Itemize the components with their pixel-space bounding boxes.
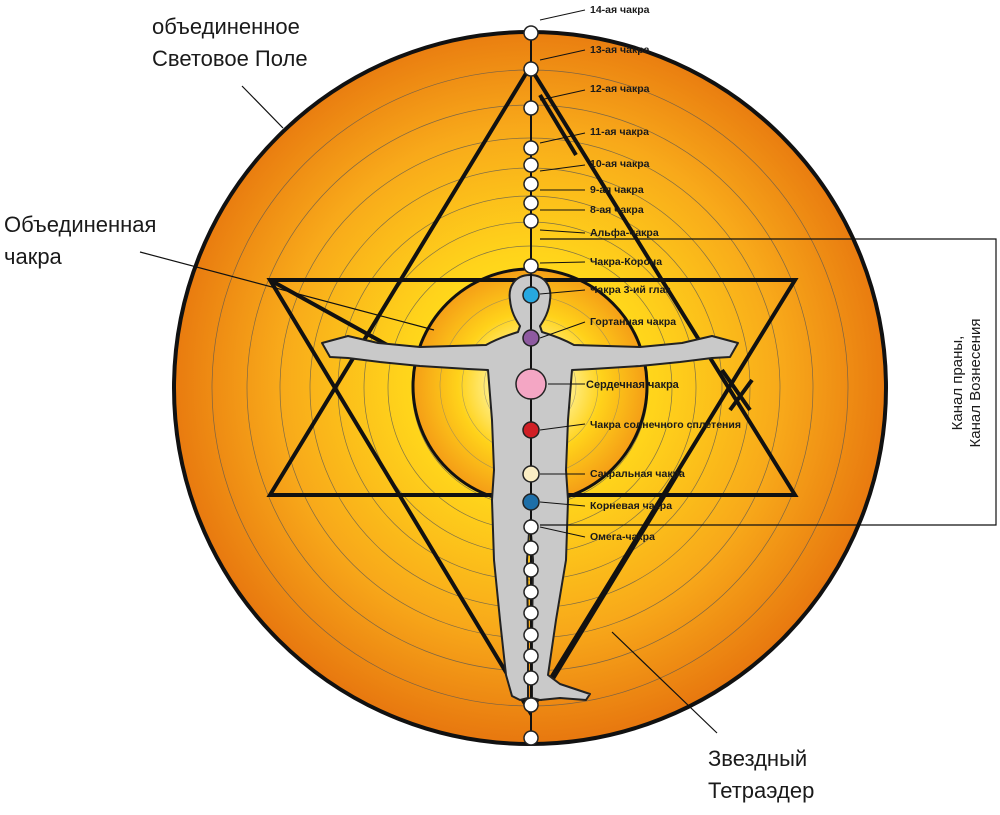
leg-dots [523,540,539,746]
unified-chakra-label-line1: Объединенная [4,212,156,237]
chakra-dot-6 [523,195,539,211]
chakra-labels: 14-ая чакра 13-ая чакра 12-ая чакра 11-а… [586,4,741,543]
channel-bracket [540,238,997,526]
chakra-dot-1 [523,61,539,77]
unified-chakra-label-line2: чакра [4,244,63,269]
prana-channel-label-line1: Канал праны, [949,336,966,431]
chakra-label-11: 11-ая чакра [590,126,649,138]
chakra-label-12: 12-ая чакра [590,83,650,95]
chakra-dot-10 [522,329,540,347]
leader-lines [139,85,718,734]
chakra-dots [515,25,547,535]
chakra-label-third-eye: Чакра 3-ий глаз [590,284,671,296]
leg-dot-2 [523,584,539,600]
leg-dot-5 [523,648,539,664]
leg-dot-4 [523,627,539,643]
prana-channel-label-line2: Канал Вознесения [967,319,984,448]
chakra-dot-8 [523,258,539,274]
leg-dot-0 [523,540,539,556]
chakra-dot-5 [523,176,539,192]
chakra-dot-7 [523,213,539,229]
chakra-dot-0 [523,25,539,41]
chakra-label-solar-plexus: Чакра солнечного сплетения [590,419,741,431]
star-tetrahedron-label-line1: Звездный [708,746,807,771]
chakra-dot-13 [522,465,540,483]
chakra-dot-15 [523,519,539,535]
leg-dot-6 [523,670,539,686]
chakra-dot-14 [522,493,540,511]
chakra-dot-4 [523,157,539,173]
leg-dot-1 [523,562,539,578]
chakra-dot-12 [522,421,540,439]
chakra-label-9: 9-ая чакра [590,184,644,196]
chakra-label-alpha: Альфа-чакра [590,227,659,239]
leg-dot-7 [523,697,539,713]
chakra-label-root: Корневая чакра [590,500,672,512]
light-field-label-line2: Световое Поле [152,46,308,71]
chakra-dot-3 [523,140,539,156]
chakra-label-8: 8-ая чакра [590,204,644,216]
star-tetrahedron-label-line2: Тетраэдер [708,778,814,803]
leg-dot-8 [523,730,539,746]
light-field-label-line1: объединенное [152,14,300,39]
leg-dot-3 [523,605,539,621]
chakra-label-omega: Омега-чакра [590,531,655,543]
chakra-dot-9 [522,286,540,304]
chakra-label-10: 10-ая чакра [590,158,650,170]
chakra-label-crown: Чакра-Корона [590,256,662,268]
chakra-label-14: 14-ая чакра [590,4,650,16]
chakra-leaders [539,9,586,538]
chakra-label-sacral: Сакральная чакра [590,468,685,480]
chakra-label-throat: Гортанная чакра [590,316,676,328]
chakra-dot-11 [515,368,547,400]
chakra-label-heart: Сердечная чакра [586,379,680,391]
chakra-dot-2 [523,100,539,116]
chakra-label-13: 13-ая чакра [590,44,650,56]
